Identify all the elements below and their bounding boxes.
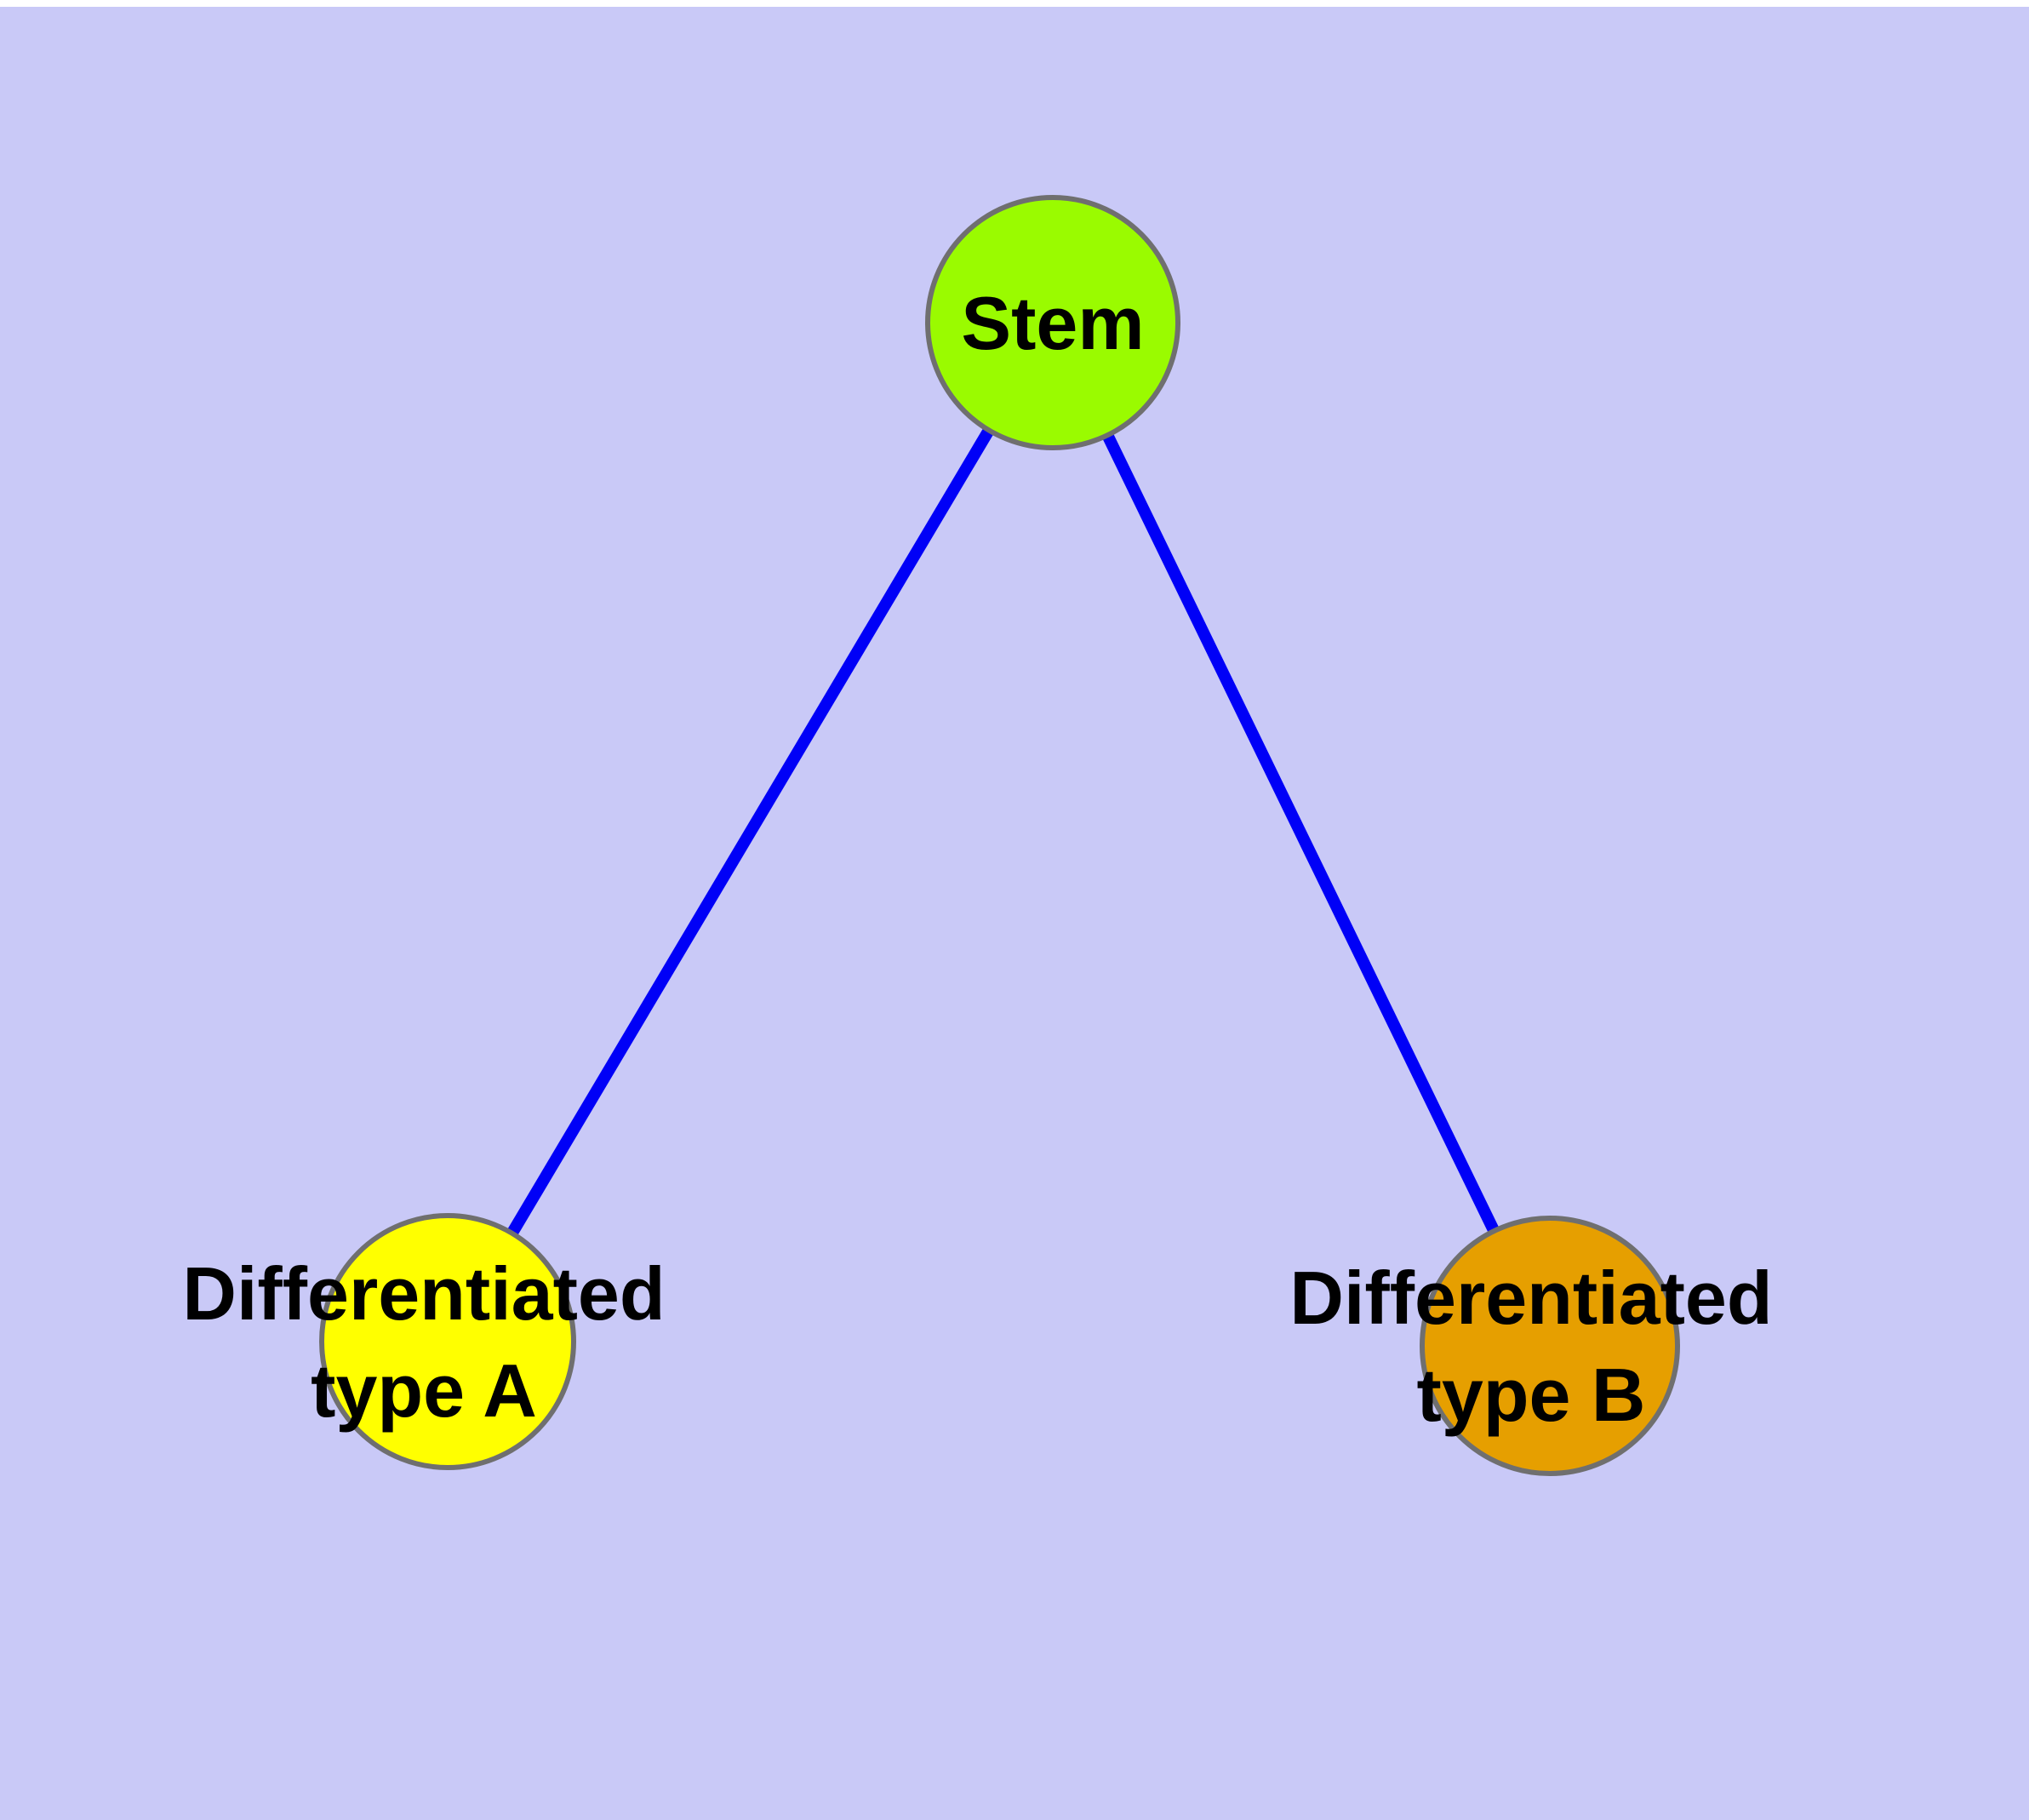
- node-label-line: Differentiated: [182, 1251, 665, 1336]
- page-top-margin: [0, 0, 2029, 7]
- node-label-differentiated-type-a: Differentiated type A: [182, 1251, 665, 1433]
- node-label-line: Stem: [961, 281, 1144, 365]
- node-label-line: type A: [311, 1348, 537, 1433]
- node-label-differentiated-type-b: Differentiated type B: [1289, 1256, 1772, 1437]
- node-stem: [925, 195, 1180, 450]
- edge-stem-to-differentiated-type-a: [442, 319, 1059, 1345]
- node-label-line: type B: [1417, 1353, 1646, 1437]
- node-label-line: Differentiated: [1289, 1256, 1772, 1340]
- edge-stem-to-differentiated-type-b: [1047, 319, 1556, 1349]
- node-label-stem: Stem: [961, 281, 1144, 365]
- node-differentiated-type-a: [319, 1213, 576, 1470]
- node-differentiated-type-b: [1420, 1216, 1680, 1476]
